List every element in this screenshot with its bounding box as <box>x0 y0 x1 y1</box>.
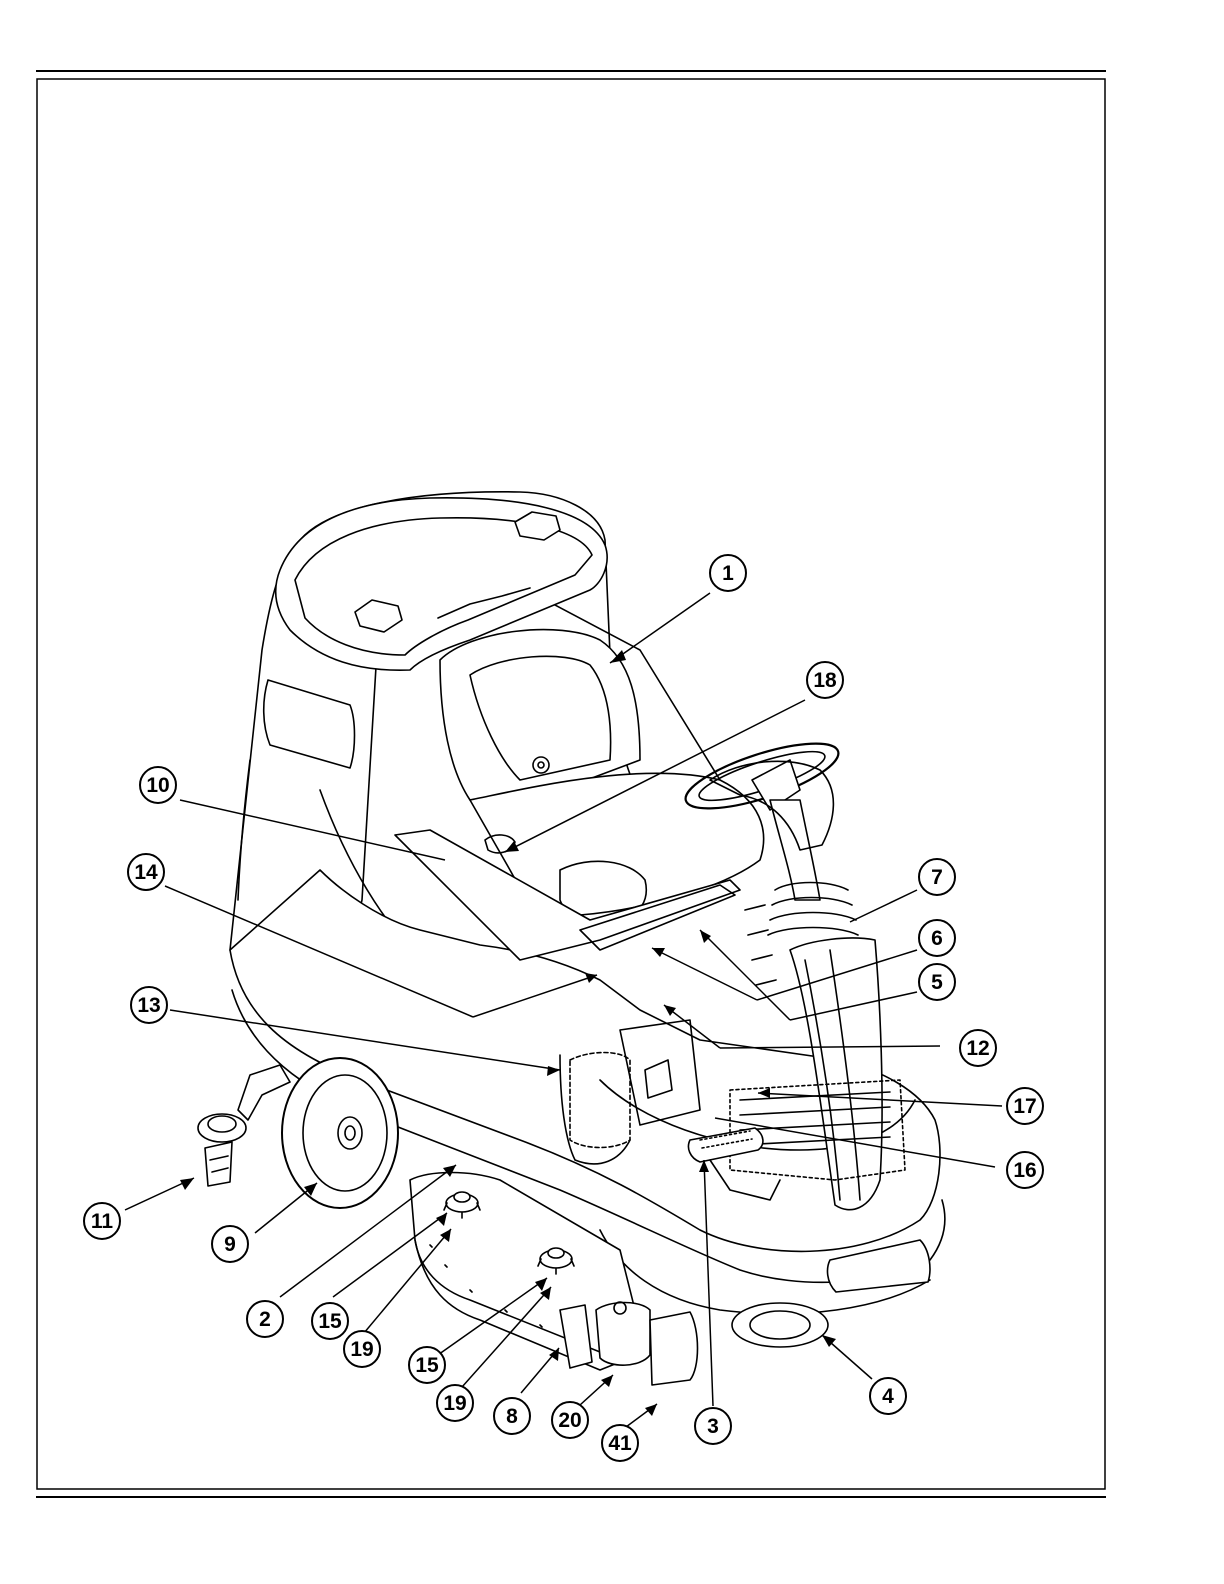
squeegee-caster <box>198 1114 246 1142</box>
callout-balloon-9: 9 <box>212 1226 248 1262</box>
callout-balloon-7: 7 <box>919 859 955 895</box>
callout-number: 5 <box>931 971 943 994</box>
callout-balloon-8: 8 <box>494 1398 530 1434</box>
callout-balloon-2: 2 <box>247 1301 283 1337</box>
callout-balloon-4: 4 <box>870 1378 906 1414</box>
callout-balloon-17: 17 <box>1007 1088 1043 1124</box>
callout-number: 41 <box>608 1432 632 1455</box>
callout-number: 8 <box>506 1405 518 1428</box>
rear-wheel <box>282 1058 398 1208</box>
callout-balloon-41: 41 <box>602 1425 638 1461</box>
machine-drawing <box>198 492 945 1385</box>
front-drive-wheel <box>732 1303 828 1347</box>
front-roller-left <box>596 1303 650 1366</box>
callout-number: 12 <box>966 1037 989 1060</box>
dash-vents <box>745 905 776 985</box>
callout-number: 20 <box>558 1409 581 1432</box>
squeegee-blade <box>205 1142 232 1186</box>
callout-balloon-19: 19 <box>437 1385 473 1421</box>
front-roller-right <box>650 1312 698 1385</box>
callout-number: 15 <box>318 1310 342 1333</box>
callout-balloon-16: 16 <box>1007 1152 1043 1188</box>
callout-balloon-20: 20 <box>552 1402 588 1438</box>
callout-number: 16 <box>1013 1159 1036 1182</box>
callout-balloon-15: 15 <box>312 1303 348 1339</box>
callout-number: 17 <box>1013 1095 1036 1118</box>
callout-balloon-1: 1 <box>710 555 746 591</box>
callout-number: 3 <box>707 1415 719 1438</box>
callout-number: 11 <box>91 1210 114 1233</box>
callout-number: 10 <box>146 774 169 797</box>
callout-balloon-14: 14 <box>128 854 164 890</box>
callout-number: 1 <box>722 562 734 585</box>
callout-balloon-11: 11 <box>84 1203 120 1239</box>
callout-number: 9 <box>224 1233 236 1256</box>
callout-number: 6 <box>931 927 943 950</box>
callout-balloon-5: 5 <box>919 964 955 1000</box>
callout-number: 14 <box>134 861 158 884</box>
steering-column <box>770 800 820 900</box>
callout-number: 7 <box>931 866 943 889</box>
callout-balloon-10: 10 <box>140 767 176 803</box>
callout-balloon-19: 19 <box>344 1331 380 1367</box>
callout-balloon-12: 12 <box>960 1030 996 1066</box>
callout-number: 18 <box>813 669 837 692</box>
callout-balloon-6: 6 <box>919 920 955 956</box>
callout-number: 2 <box>259 1308 271 1331</box>
callout-balloon-18: 18 <box>807 662 843 698</box>
seat-back <box>440 630 640 800</box>
callout-number: 4 <box>882 1385 894 1408</box>
callout-number: 13 <box>137 994 160 1017</box>
callout-number: 19 <box>443 1392 466 1415</box>
squeegee-bracket <box>238 1065 290 1120</box>
callout-balloon-13: 13 <box>131 987 167 1023</box>
callout-number: 19 <box>350 1338 373 1361</box>
callout-balloon-3: 3 <box>695 1408 731 1444</box>
callout-number: 15 <box>415 1354 439 1377</box>
callout-balloon-15: 15 <box>409 1347 445 1383</box>
